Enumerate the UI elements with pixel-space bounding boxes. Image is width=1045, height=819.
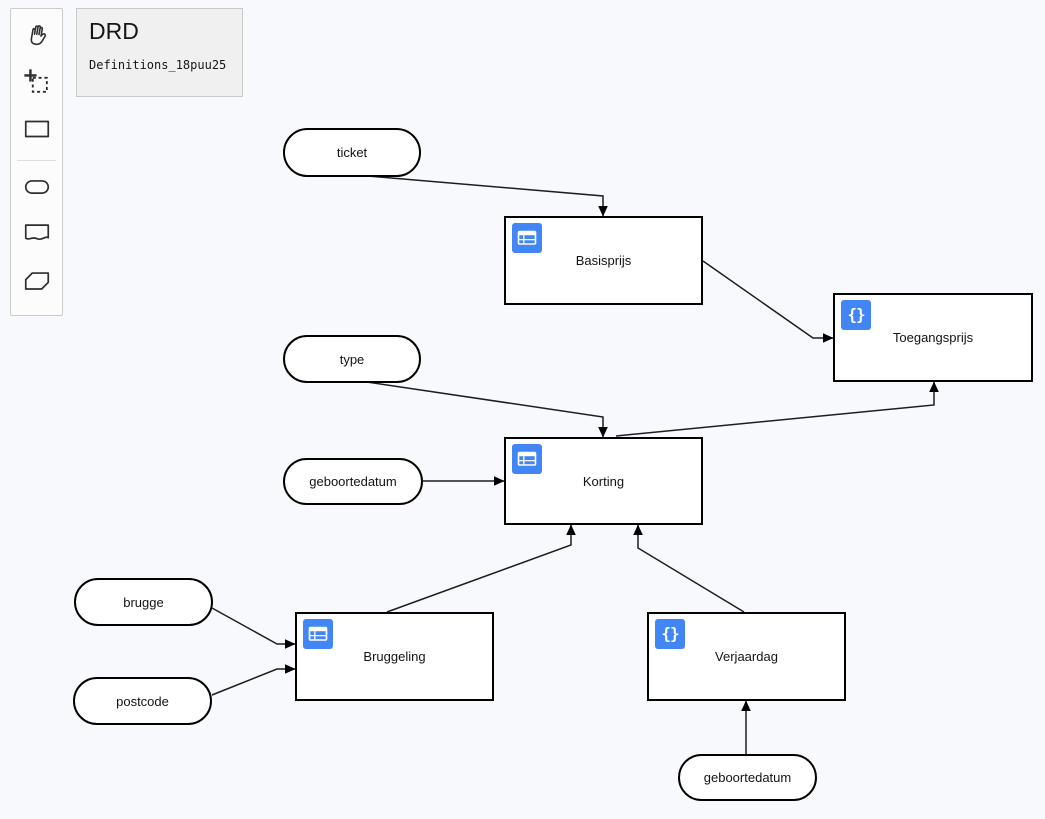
decision-label: Bruggeling	[363, 649, 426, 664]
create-knowledge-source-button[interactable]	[11, 213, 62, 260]
create-business-knowledge-model-button[interactable]	[11, 260, 62, 307]
decision-korting[interactable]: Korting	[504, 437, 703, 525]
lasso-tool-icon	[22, 67, 52, 102]
input-data-ticket[interactable]: ticket	[283, 128, 421, 177]
input-data-geboortedatum-bottom[interactable]: geboortedatum	[678, 754, 817, 801]
lasso-tool-button[interactable]	[11, 61, 62, 108]
input-data-label: geboortedatum	[309, 474, 397, 489]
create-knowledge-source-icon	[22, 219, 52, 254]
decision-table-icon[interactable]	[303, 619, 333, 649]
decision-label: Korting	[582, 473, 625, 489]
input-data-label: ticket	[336, 145, 368, 160]
input-data-label: brugge	[123, 594, 164, 610]
input-data-postcode[interactable]: postcode	[73, 677, 212, 725]
input-data-type[interactable]: type	[283, 335, 421, 383]
decision-toegangsprijs[interactable]: {} Toegangsprijs	[833, 293, 1033, 382]
edge-brugge-to-bruggeling[interactable]	[211, 607, 296, 649]
decision-basisprijs[interactable]: Basisprijs	[504, 216, 703, 305]
decision-table-icon[interactable]	[512, 444, 542, 474]
definitions-name: DRD	[89, 18, 139, 44]
input-data-geboortedatum-left[interactable]: geboortedatum	[283, 458, 423, 505]
literal-expression-icon[interactable]: {}	[655, 619, 685, 649]
decision-verjaardag[interactable]: {} Verjaardag	[647, 612, 846, 701]
edge-korting-to-toegangsprijs[interactable]	[615, 381, 939, 437]
edge-ticket-to-basisprijs[interactable]	[367, 175, 608, 217]
input-data-label: geboortedatum	[703, 770, 792, 785]
input-data-label: postcode	[116, 693, 169, 709]
create-input-data-icon	[22, 172, 52, 207]
palette-separator	[17, 160, 56, 161]
decision-label: Verjaardag	[715, 649, 778, 664]
create-business-knowledge-model-icon	[22, 266, 52, 301]
create-input-data-button[interactable]	[11, 166, 62, 213]
definitions-id: Definitions_18puu25	[89, 58, 227, 72]
definitions-card[interactable]: DRD Definitions_18puu25	[76, 8, 243, 97]
input-data-label: type	[339, 351, 365, 367]
edge-postcode-to-bruggeling[interactable]	[211, 664, 296, 696]
decision-label: Toegangsprijs	[892, 330, 974, 345]
create-decision-icon	[22, 114, 52, 149]
create-decision-button[interactable]	[11, 108, 62, 155]
decision-bruggeling[interactable]: Bruggeling	[295, 612, 494, 701]
hand-tool-icon	[22, 20, 52, 55]
decision-label: Basisprijs	[575, 253, 632, 268]
input-data-brugge[interactable]: brugge	[74, 578, 213, 626]
decision-table-icon[interactable]	[512, 223, 542, 253]
edge-type-to-korting[interactable]	[366, 381, 608, 438]
palette	[10, 8, 63, 316]
hand-tool-button[interactable]	[11, 14, 62, 61]
edge-verjaardag-to-korting[interactable]	[633, 524, 745, 613]
edge-basisprijs-to-toegangsprijs[interactable]	[702, 260, 834, 343]
edge-bruggeling-to-korting[interactable]	[386, 524, 576, 613]
literal-expression-icon[interactable]: {}	[841, 300, 871, 330]
